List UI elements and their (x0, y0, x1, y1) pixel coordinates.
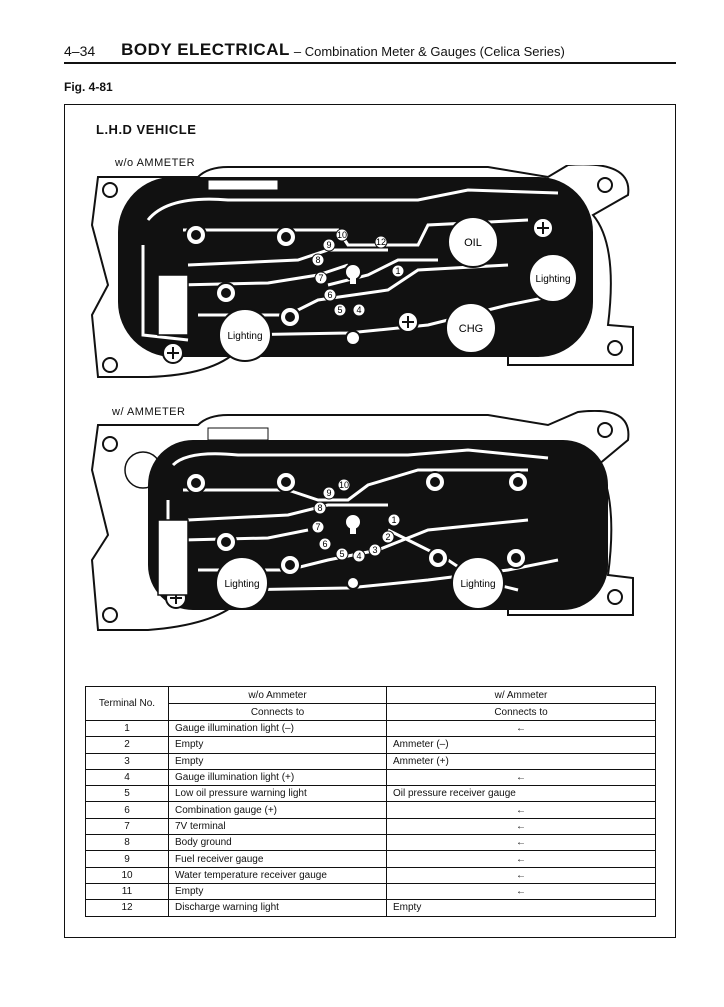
terminal-number: 3 (85, 752, 169, 770)
terminal-number: 11 (85, 882, 169, 901)
connects-without-ammeter: Empty (168, 736, 387, 754)
terminal-label: 8 (317, 503, 322, 513)
diagram2-title: w/ AMMETER (112, 406, 186, 418)
connects-with-ammeter: ← (386, 719, 656, 738)
terminal-label: 10 (339, 480, 349, 490)
connects-with-ammeter: ← (386, 801, 656, 819)
mount-hole (597, 422, 613, 438)
mount-hole (102, 357, 118, 373)
terminal-number: 10 (85, 866, 169, 884)
header-wo-ammeter: w/o Ammeter (168, 686, 387, 704)
connects-with-ammeter: Ammeter (–) (386, 736, 656, 754)
header-connects-to: Connects to (168, 703, 387, 721)
terminal-label: 4 (356, 305, 361, 315)
header-w-ammeter: w/ Ammeter (386, 686, 656, 704)
connects-with-ammeter: Empty (386, 899, 656, 917)
terminal-number: 6 (85, 801, 169, 819)
terminal-label: 4 (356, 551, 361, 561)
connects-with-ammeter: ← (386, 768, 656, 787)
terminal-label: 1 (395, 266, 400, 276)
mount-hole (597, 177, 613, 193)
connects-with-ammeter: ← (386, 882, 656, 901)
terminal-label: 2 (385, 532, 390, 542)
circuit-board-with-ammeter: Lighting Lighting 1 2 3 4 5 6 7 8 9 10 (90, 410, 634, 631)
terminal-number: 12 (85, 899, 169, 917)
mount-hole (102, 436, 118, 452)
connects-without-ammeter: 7V terminal (168, 817, 387, 836)
connects-without-ammeter: Low oil pressure warning light (168, 785, 387, 803)
terminal-label: 7 (318, 273, 323, 283)
connects-without-ammeter: Empty (168, 882, 387, 901)
connects-with-ammeter: Oil pressure receiver gauge (386, 785, 656, 803)
diagram1-title: w/o AMMETER (115, 157, 196, 169)
terminal-table: Terminal No. w/o Ammeter w/ Ammeter Conn… (85, 686, 656, 917)
bulb-label: CHG (459, 323, 483, 335)
terminal-label: 5 (339, 549, 344, 559)
terminal-label: 9 (326, 240, 331, 250)
terminal-number: 5 (85, 785, 169, 803)
connects-with-ammeter: Ammeter (+) (386, 752, 656, 770)
bulb-label: OIL (464, 237, 482, 249)
header-terminal-no: Terminal No. (85, 686, 169, 721)
terminal-label: 6 (327, 290, 332, 300)
connects-with-ammeter: ← (386, 866, 656, 884)
connects-without-ammeter: Water temperature receiver gauge (168, 866, 387, 884)
terminal-number: 1 (85, 719, 169, 738)
connects-without-ammeter: Combination gauge (+) (168, 801, 387, 819)
connects-without-ammeter: Fuel receiver gauge (168, 850, 387, 868)
housing-outline (90, 165, 634, 378)
terminal-label: 8 (315, 255, 320, 265)
terminal-number: 2 (85, 736, 169, 754)
bulb-label: Lighting (227, 331, 262, 342)
mount-hole (607, 340, 623, 356)
connects-without-ammeter: Empty (168, 752, 387, 770)
terminal-label: 7 (315, 522, 320, 532)
terminal-label: 12 (376, 237, 386, 247)
bulb-label: Lighting (535, 274, 570, 285)
connects-without-ammeter: Gauge illumination light (–) (168, 719, 387, 738)
vehicle-label: L.H.D VEHICLE (96, 122, 197, 137)
terminal-label: 10 (337, 230, 347, 240)
terminal-number: 8 (85, 834, 169, 852)
section-subtitle: – Combination Meter & Gauges (Celica Ser… (293, 44, 565, 59)
terminal-label: 1 (391, 515, 396, 525)
bulb-label: Lighting (224, 579, 259, 590)
circuit-board-without-ammeter: OIL Lighting CHG Lighting 1 4 5 6 7 8 9 … (90, 165, 634, 378)
terminal-label: 3 (372, 545, 377, 555)
bulb-label: Lighting (460, 579, 495, 590)
connects-without-ammeter: Body ground (168, 834, 387, 852)
page-header: 4–34 BODY ELECTRICAL – Combination Meter… (64, 40, 676, 64)
terminal-label: 6 (322, 539, 327, 549)
figure-frame (64, 104, 676, 938)
connects-with-ammeter: ← (386, 834, 656, 852)
section-title: BODY ELECTRICAL (121, 40, 290, 59)
terminal-label: 5 (337, 305, 342, 315)
header-connects-to: Connects to (386, 703, 656, 721)
mount-hole (607, 589, 623, 605)
terminal-number: 9 (85, 850, 169, 868)
page-number: 4–34 (64, 43, 96, 59)
connects-without-ammeter: Gauge illumination light (+) (168, 768, 387, 787)
mount-hole (102, 607, 118, 623)
mount-hole (102, 182, 118, 198)
connects-with-ammeter: ← (386, 817, 656, 836)
terminal-number: 7 (85, 817, 169, 836)
connects-without-ammeter: Discharge warning light (168, 899, 387, 917)
terminal-number: 4 (85, 768, 169, 787)
figure-label: Fig. 4-81 (64, 80, 113, 94)
connects-with-ammeter: ← (386, 850, 656, 868)
terminal-label: 9 (326, 488, 331, 498)
